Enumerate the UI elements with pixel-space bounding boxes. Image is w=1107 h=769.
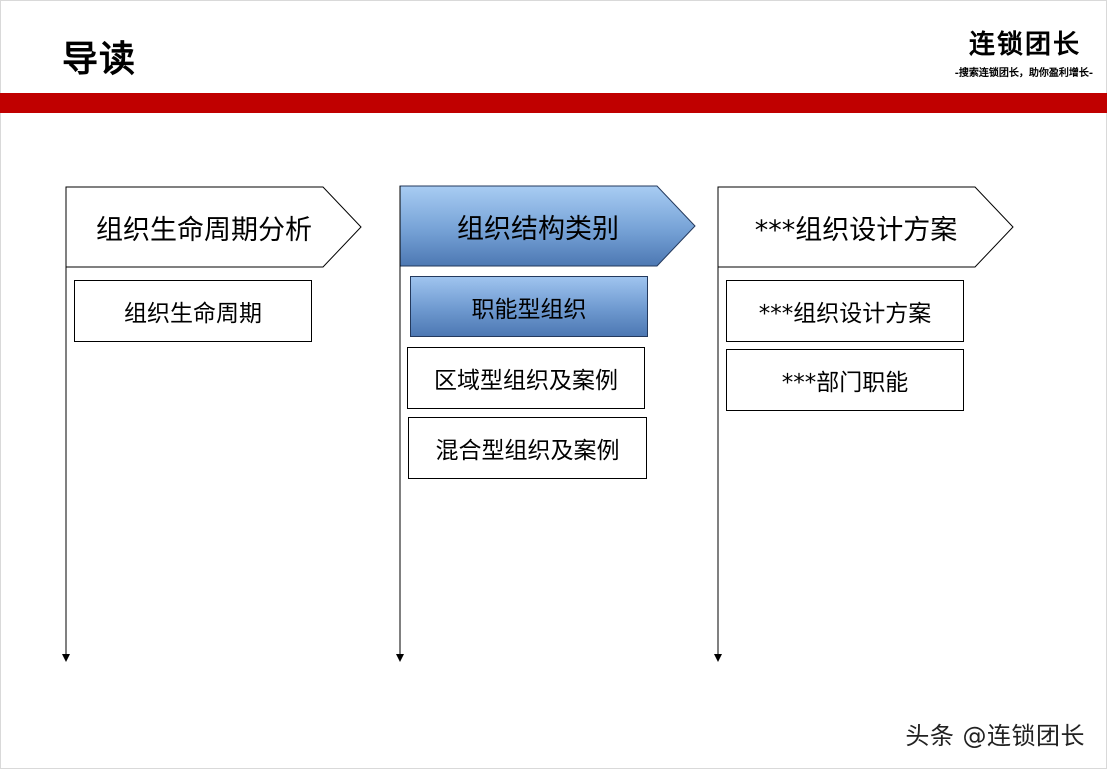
- watermark: 头条 @连锁团长: [905, 722, 1085, 750]
- column-2-item-3[interactable]: 混合型组织及案例: [408, 417, 647, 479]
- column-2-item-1[interactable]: 职能型组织: [410, 276, 648, 337]
- column-1-item-1[interactable]: 组织生命周期: [74, 280, 312, 342]
- column-3-arrowhead-icon: [714, 654, 722, 662]
- header-accent-band: [0, 93, 1107, 113]
- column-2-arrowhead-icon: [396, 654, 404, 662]
- column-3-item-2[interactable]: ***部门职能: [726, 349, 964, 411]
- column-3-arrow: [714, 186, 1014, 662]
- column-1-arrowhead-icon: [62, 654, 70, 662]
- column-1-arrow: [62, 186, 362, 662]
- column-2-item-2[interactable]: 区域型组织及案例: [407, 347, 645, 409]
- column-1-heading[interactable]: 组织生命周期分析: [96, 214, 312, 246]
- brand-slogan: -搜索连锁团长，助你盈利增长-: [954, 68, 1093, 79]
- column-2-heading[interactable]: 组织结构类别: [457, 213, 619, 245]
- page-title: 导读: [62, 39, 137, 80]
- column-3-heading[interactable]: ***组织设计方案: [754, 214, 958, 246]
- column-2-arrow: [396, 185, 696, 662]
- column-3-item-1[interactable]: ***组织设计方案: [726, 280, 964, 342]
- brand-logo-text: 连锁团长: [968, 30, 1081, 60]
